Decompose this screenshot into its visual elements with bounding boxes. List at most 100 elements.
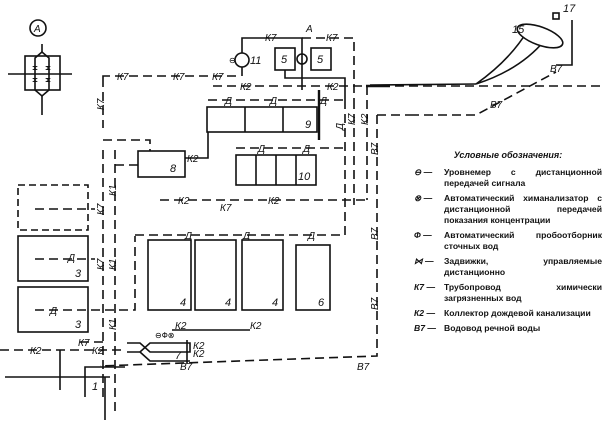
pipe-b7 xyxy=(99,115,378,367)
label-k2: К2 xyxy=(327,82,339,93)
diagram-label: В7 xyxy=(370,142,381,155)
callout-A-label: А xyxy=(33,24,41,35)
instrument-11 xyxy=(234,52,250,68)
label-k7: К7 xyxy=(117,72,129,83)
diagram-label: К2 xyxy=(193,349,205,360)
diagram-label: 4 xyxy=(225,297,231,309)
legend-item: В7 — Водовод речной воды xyxy=(414,323,541,333)
diagram-label: К7 xyxy=(78,338,90,349)
diagram-label: 10 xyxy=(298,171,311,183)
diagram-label: 4 xyxy=(180,297,186,309)
pipe-k2-symbol: К2 — xyxy=(414,308,436,318)
pipe-b7-symbol: В7 — xyxy=(414,323,436,333)
tank-6 xyxy=(295,244,331,311)
diagram-label: 1 xyxy=(92,381,98,393)
tank-4b xyxy=(194,239,237,311)
label-k7: К7 xyxy=(173,72,185,83)
pipe-k7-symbol: К7 — xyxy=(414,282,436,292)
diagram-label: К2 xyxy=(30,346,42,357)
diagram-label: К7 xyxy=(220,203,232,214)
diagram-label: К1 xyxy=(108,259,119,270)
diagram-line xyxy=(185,132,209,159)
tank-9 xyxy=(206,106,318,133)
intake-17 xyxy=(552,12,560,20)
diagram-label: 8 xyxy=(170,163,177,175)
unit-8 xyxy=(137,150,186,178)
sampler-icon: Ф — xyxy=(414,230,432,240)
label-d: Д xyxy=(269,96,277,107)
diagram-line xyxy=(284,70,346,100)
valve-icon: ⋈ — xyxy=(414,256,434,266)
legend-item: ⋈ — Задвижки, управляемые дистанционно xyxy=(414,256,602,277)
intake-head-15 xyxy=(516,23,564,49)
diagram-label: В7 xyxy=(490,100,503,111)
label-d: Д xyxy=(224,96,232,107)
label-11: 11 xyxy=(250,55,261,67)
diagram-label: В7 xyxy=(357,362,370,373)
diagram-label: 3 xyxy=(75,319,82,331)
label-A: А xyxy=(305,24,313,35)
diagram-label: В7 xyxy=(180,362,193,373)
diagram-label: Д xyxy=(257,144,265,155)
diagram-label: К7 xyxy=(96,203,107,215)
diagram-label: К2 xyxy=(187,154,199,165)
callout-circle xyxy=(29,19,47,37)
unit-5b xyxy=(310,47,332,71)
diagram-label: Д xyxy=(307,231,315,242)
diagram-label: Д xyxy=(302,144,310,155)
label-d: Д xyxy=(319,96,327,107)
legend-item: Ф — Автоматический пробоотборник сточных… xyxy=(414,230,602,251)
valve-icon xyxy=(32,66,51,82)
diagram-label: 15 xyxy=(512,24,525,36)
diagram-label: К2 xyxy=(193,341,205,352)
label-5b: 5 xyxy=(317,54,324,66)
diagram-label: К2 xyxy=(250,321,262,332)
diagram-label: В7 xyxy=(370,227,381,240)
diagram-label: 7 xyxy=(175,350,182,362)
legend-item: ⊖ — Уровнемер с дистанционной передачей … xyxy=(414,167,602,188)
label-9: 9 xyxy=(305,119,311,131)
diagram-label: Д xyxy=(184,231,192,242)
diagram-label: 6 xyxy=(318,297,325,309)
diagram-line xyxy=(369,83,477,86)
analyzer-icon: ⊗ — xyxy=(414,193,433,203)
label-k2: К2 xyxy=(240,82,252,93)
diagram-label: К2 xyxy=(92,346,104,357)
diagram-label: Д xyxy=(49,306,57,317)
diagram-label: В7 xyxy=(370,297,381,310)
detail-box xyxy=(24,55,61,91)
legend-item: ⊗ — Автоматический химанализатор с диста… xyxy=(414,193,602,225)
diagram-line xyxy=(103,139,151,151)
tank-3-dashed xyxy=(17,184,89,231)
legend-title: Условные обозначения: xyxy=(453,150,563,160)
collector-7 xyxy=(127,342,191,362)
diagram-label: 4 xyxy=(272,297,278,309)
diagram-label: 17 xyxy=(563,3,576,15)
diagram-line xyxy=(34,50,50,98)
label-k7: К7 xyxy=(265,33,277,44)
diagram-line xyxy=(302,37,355,100)
legend-item: К7 — Трубопровод химически загрязненных … xyxy=(414,282,602,303)
diagram-label: К7 xyxy=(96,258,107,270)
diagram-label: В7 xyxy=(550,64,563,75)
node-A xyxy=(296,53,308,65)
detail-A: А xyxy=(8,19,72,115)
tank-4a xyxy=(147,239,192,311)
diagram-line xyxy=(410,71,557,116)
diagram-label: К2 xyxy=(360,113,371,125)
level-gauge-icon: ⊖ xyxy=(229,56,236,65)
diagram-label: Д xyxy=(242,231,250,242)
level-gauge-icon: ⊖ — xyxy=(414,167,433,177)
diagram-label: К1 xyxy=(108,185,119,196)
diagram-line xyxy=(556,20,573,66)
diagram-label: К7 xyxy=(96,98,107,110)
diagram-label: 3 xyxy=(75,268,82,280)
diagram-label: К1 xyxy=(108,319,119,330)
diagram-label: Д xyxy=(335,123,346,131)
tank-4c xyxy=(241,239,284,311)
label-k7: К7 xyxy=(326,33,338,44)
diagram-line xyxy=(84,366,125,397)
legend-item: К2 — Коллектор дождевой канализации xyxy=(414,308,591,318)
diagram-line xyxy=(35,236,136,311)
